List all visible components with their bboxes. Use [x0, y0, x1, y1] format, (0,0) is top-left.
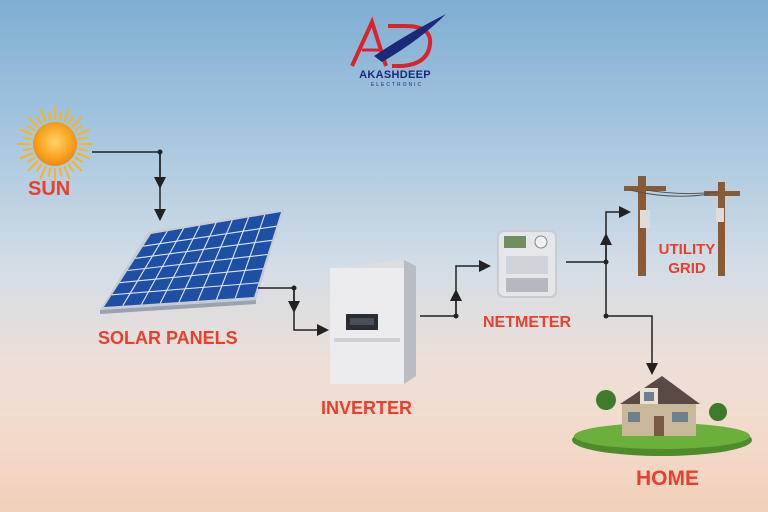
connector-inverter-to-meter — [420, 260, 491, 317]
label-netmeter: NETMETER — [483, 314, 571, 331]
connector-meter-to-home — [605, 262, 658, 375]
connector-panel-to-inverter — [258, 287, 329, 336]
label-utility-grid-line2: GRID — [668, 260, 706, 277]
label-solar-panels: SOLAR PANELS — [98, 328, 238, 348]
brand-name: AKASHDEEP — [359, 69, 431, 81]
label-home: HOME — [636, 467, 699, 490]
label-utility-grid-line1: UTILITY — [658, 241, 716, 258]
connector-meter-to-grid — [566, 206, 631, 263]
label-sun: SUN — [28, 178, 71, 200]
brand-tagline: ELECTRONIC — [370, 82, 424, 88]
label-utility-grid: UTILITY GRID — [652, 240, 722, 278]
connector-sun-to-panel — [92, 151, 166, 221]
label-inverter: INVERTER — [321, 398, 413, 418]
